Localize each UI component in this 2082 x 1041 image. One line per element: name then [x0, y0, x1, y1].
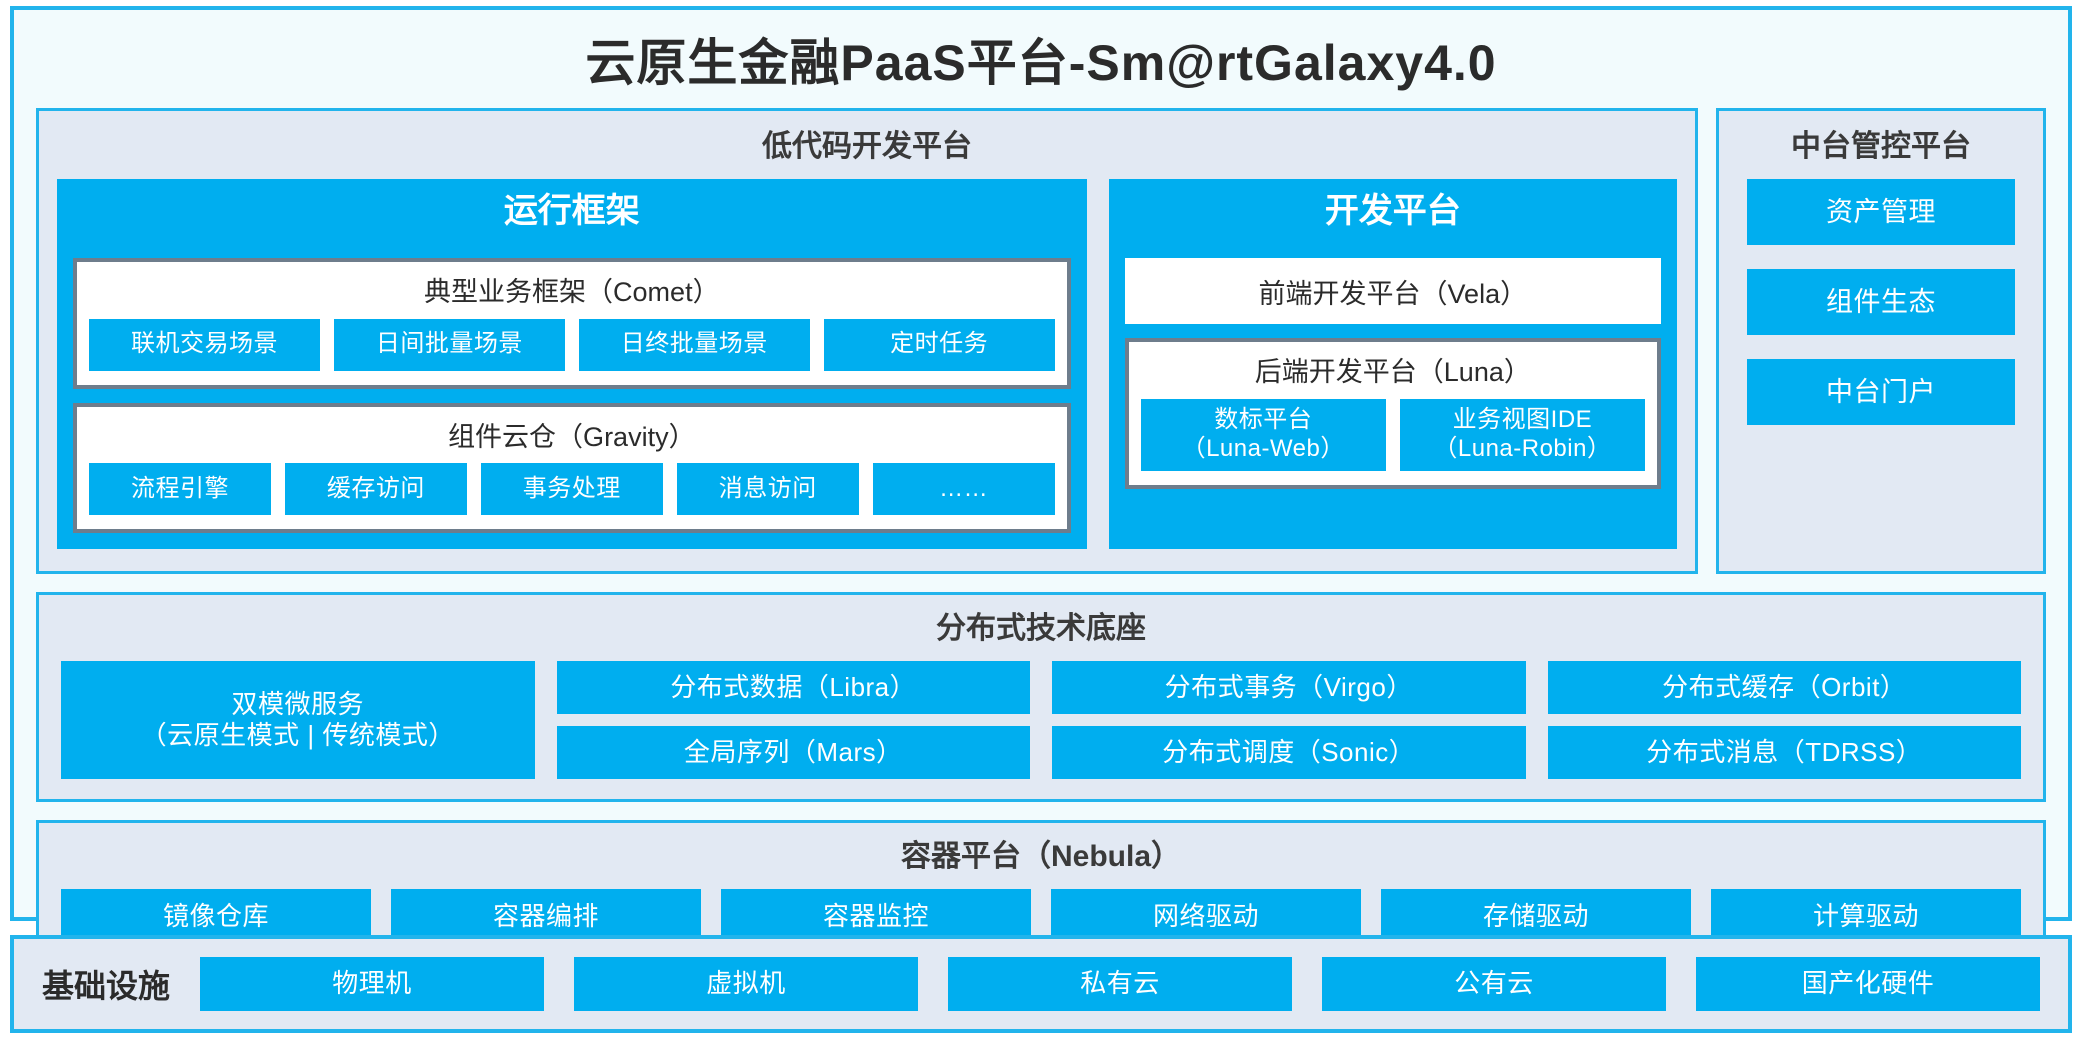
gravity-item-transaction-processing[interactable]: 事务处理 — [480, 463, 663, 516]
main-platform-frame: 云原生金融PaaS平台-Sm@rtGalaxy4.0 低代码开发平台 运行框架 … — [10, 6, 2072, 967]
container-platform-panel: 容器平台（Nebula） 镜像仓库 容器编排 容器监控 网络驱动 存储驱动 计算… — [36, 820, 2046, 967]
dist-item-orbit[interactable]: 分布式缓存（Orbit） — [1547, 661, 2021, 715]
lowcode-platform-heading: 低代码开发平台 — [762, 130, 972, 163]
container-item-network-driver[interactable]: 网络驱动 — [1051, 889, 1361, 944]
comet-card: 典型业务框架（Comet） 联机交易场景 日间批量场景 日终批量场景 定时任务 — [73, 258, 1071, 389]
distributed-column-3: 分布式缓存（Orbit） 分布式消息（TDRSS） — [1547, 661, 2021, 780]
container-item-image-registry[interactable]: 镜像仓库 — [61, 889, 371, 944]
comet-item-eod-batch[interactable]: 日终批量场景 — [578, 318, 810, 371]
luna-item-data-standard-platform[interactable]: 数标平台 （Luna-Web） — [1140, 398, 1386, 471]
comet-item-intraday-batch[interactable]: 日间批量场景 — [333, 318, 565, 371]
frontend-dev-platform-vela[interactable]: 前端开发平台（Vela） — [1124, 258, 1661, 325]
distributed-base-panel: 分布式技术底座 双模微服务 （云原生模式 | 传统模式） 分布式数据（Libra… — [36, 592, 2046, 803]
infrastructure-chip-row: 物理机 虚拟机 私有云 公有云 国产化硬件 — [200, 957, 2041, 1011]
gravity-item-message-access[interactable]: 消息访问 — [676, 463, 859, 516]
luna-chip-row: 数标平台 （Luna-Web） 业务视图IDE （Luna-Robin） — [1140, 398, 1646, 471]
runtime-framework-title: 运行框架 — [503, 192, 640, 230]
distributed-columns: 双模微服务 （云原生模式 | 传统模式） 分布式数据（Libra） 全局序列（M… — [61, 661, 2021, 780]
gravity-item-more[interactable]: …… — [872, 463, 1055, 516]
infrastructure-label: 基础设施 — [42, 968, 171, 1004]
infra-item-physical-machine[interactable]: 物理机 — [200, 957, 545, 1011]
infra-item-public-cloud[interactable]: 公有云 — [1322, 957, 1667, 1011]
development-platform-title: 开发平台 — [1324, 192, 1461, 230]
distributed-base-heading: 分布式技术底座 — [936, 612, 1146, 646]
dual-mode-microservice-wrapper: 双模微服务 （云原生模式 | 传统模式） — [61, 661, 535, 780]
comet-item-online-transaction[interactable]: 联机交易场景 — [89, 318, 320, 371]
lowcode-columns: 运行框架 典型业务框架（Comet） 联机交易场景 日间批量场景 日终批量场景 … — [57, 179, 1677, 550]
infrastructure-panel: 基础设施 物理机 虚拟机 私有云 公有云 国产化硬件 — [10, 935, 2072, 1033]
container-item-storage-driver[interactable]: 存储驱动 — [1381, 889, 1691, 944]
gravity-item-process-engine[interactable]: 流程引擎 — [89, 463, 271, 516]
dist-item-libra[interactable]: 分布式数据（Libra） — [556, 661, 1030, 715]
lowcode-platform-panel: 低代码开发平台 运行框架 典型业务框架（Comet） 联机交易场景 日间批量场景… — [36, 108, 1698, 575]
distributed-column-2: 分布式事务（Virgo） 分布式调度（Sonic） — [1052, 661, 1526, 780]
gravity-item-cache-access[interactable]: 缓存访问 — [284, 463, 467, 516]
dist-item-dual-mode-microservice[interactable]: 双模微服务 （云原生模式 | 传统模式） — [61, 661, 535, 780]
infra-item-domestic-hardware[interactable]: 国产化硬件 — [1696, 957, 2041, 1011]
container-platform-heading: 容器平台（Nebula） — [900, 840, 1182, 874]
container-chip-row: 镜像仓库 容器编排 容器监控 网络驱动 存储驱动 计算驱动 — [61, 889, 2021, 944]
backend-dev-platform-title: 后端开发平台（Luna） — [1254, 357, 1531, 388]
dist-item-sonic[interactable]: 分布式调度（Sonic） — [1052, 726, 1526, 780]
midoffice-item-component-ecosystem[interactable]: 组件生态 — [1747, 269, 2015, 335]
infra-item-private-cloud[interactable]: 私有云 — [948, 957, 1293, 1011]
development-platform-block: 开发平台 前端开发平台（Vela） 后端开发平台（Luna） 数标平台 （Lun… — [1108, 179, 1677, 550]
container-item-orchestration[interactable]: 容器编排 — [391, 889, 701, 944]
gravity-card: 组件云仓（Gravity） 流程引擎 缓存访问 事务处理 消息访问 …… — [73, 402, 1071, 534]
luna-item-business-view-ide[interactable]: 业务视图IDE （Luna-Robin） — [1399, 398, 1646, 471]
page-title: 云原生金融PaaS平台-Sm@rtGalaxy4.0 — [585, 35, 1497, 91]
dist-item-mars[interactable]: 全局序列（Mars） — [556, 726, 1030, 780]
comet-item-scheduled-task[interactable]: 定时任务 — [823, 318, 1055, 371]
luna-card: 后端开发平台（Luna） 数标平台 （Luna-Web） 业务视图IDE （Lu… — [1124, 338, 1661, 489]
infra-item-virtual-machine[interactable]: 虚拟机 — [574, 957, 919, 1011]
midoffice-control-panel: 中台管控平台 资产管理 组件生态 中台门户 — [1716, 108, 2046, 575]
gravity-title: 组件云仓（Gravity） — [448, 421, 696, 452]
dist-item-virgo[interactable]: 分布式事务（Virgo） — [1052, 661, 1526, 715]
container-item-monitoring[interactable]: 容器监控 — [721, 889, 1031, 944]
runtime-framework-block: 运行框架 典型业务框架（Comet） 联机交易场景 日间批量场景 日终批量场景 … — [57, 179, 1087, 550]
gravity-chip-row: 流程引擎 缓存访问 事务处理 消息访问 …… — [89, 463, 1055, 516]
midoffice-heading: 中台管控平台 — [1791, 130, 1971, 163]
distributed-column-1: 分布式数据（Libra） 全局序列（Mars） — [556, 661, 1030, 780]
comet-chip-row: 联机交易场景 日间批量场景 日终批量场景 定时任务 — [89, 318, 1055, 371]
dist-item-tdrss[interactable]: 分布式消息（TDRSS） — [1547, 726, 2021, 780]
midoffice-item-portal[interactable]: 中台门户 — [1747, 359, 2015, 425]
upper-row: 低代码开发平台 运行框架 典型业务框架（Comet） 联机交易场景 日间批量场景… — [36, 108, 2046, 575]
midoffice-item-asset-management[interactable]: 资产管理 — [1747, 179, 2015, 245]
container-item-compute-driver[interactable]: 计算驱动 — [1711, 889, 2021, 944]
comet-title: 典型业务框架（Comet） — [424, 277, 720, 308]
